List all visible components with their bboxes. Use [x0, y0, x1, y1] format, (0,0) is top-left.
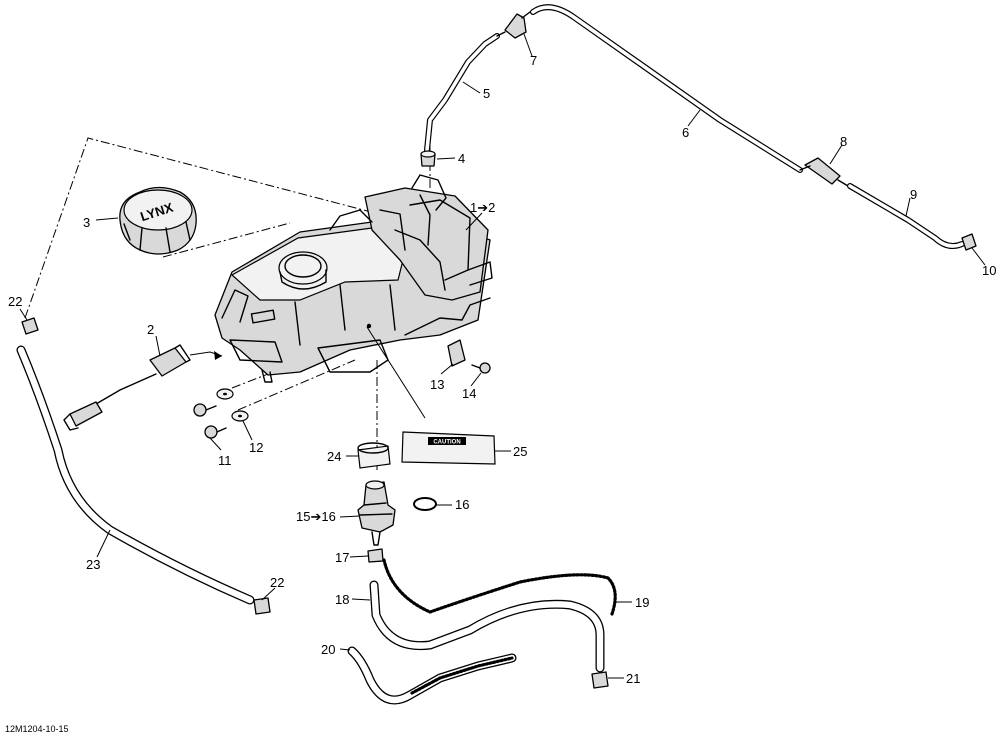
- callout-22-top: 22: [8, 294, 22, 309]
- callout-4: 4: [458, 151, 465, 166]
- callout-15-16: 15➔16: [296, 509, 336, 524]
- hose-spring[interactable]: [382, 558, 617, 616]
- callout-5: 5: [483, 86, 490, 101]
- hose-end-clamp[interactable]: [591, 671, 609, 689]
- callout-8: 8: [840, 134, 847, 149]
- callout-17: 17: [335, 550, 349, 565]
- drain-hose[interactable]: [347, 646, 517, 705]
- callout-9: 9: [910, 187, 917, 202]
- hose-clamp-top[interactable]: [21, 317, 39, 335]
- callout-24: 24: [327, 449, 341, 464]
- hose-clamp-bottom[interactable]: [253, 597, 271, 615]
- callout-13: 13: [430, 377, 444, 392]
- hose-clamp-right[interactable]: [961, 233, 977, 251]
- fuel-cap[interactable]: LYNX: [119, 186, 197, 255]
- fuel-tank[interactable]: [214, 174, 493, 383]
- callout-14: 14: [462, 386, 476, 401]
- callout-19: 19: [635, 595, 649, 610]
- callout-6: 6: [682, 125, 689, 140]
- leader-lines: [19, 33, 986, 679]
- vent-hose-upper[interactable]: [424, 33, 500, 153]
- callout-16: 16: [455, 497, 469, 512]
- callout-10: 10: [982, 263, 996, 278]
- check-valve[interactable]: [496, 11, 531, 39]
- vent-fitting[interactable]: [420, 150, 436, 167]
- callout-23: 23: [86, 557, 100, 572]
- fuel-outlet-filter[interactable]: [357, 480, 396, 546]
- fuel-hose[interactable]: [369, 580, 605, 673]
- washers[interactable]: [216, 388, 249, 422]
- overflow-hose-left[interactable]: [16, 345, 255, 605]
- callout-7: 7: [530, 53, 537, 68]
- vent-hose-right[interactable]: [847, 183, 965, 249]
- callout-3: 3: [83, 215, 90, 230]
- fuel-level-sender[interactable]: [63, 344, 223, 431]
- callout-20: 20: [321, 642, 335, 657]
- caution-label[interactable]: CAUTION: [401, 431, 496, 465]
- callout-11: 11: [218, 453, 232, 468]
- o-ring[interactable]: [413, 497, 437, 511]
- bracket-screw[interactable]: [471, 362, 491, 374]
- callout-25: 25: [513, 444, 527, 459]
- outlet-clamp[interactable]: [357, 442, 391, 469]
- vent-hose-long[interactable]: [530, 4, 803, 173]
- callout-2: 2: [147, 322, 154, 337]
- callout-12: 12: [249, 440, 263, 455]
- callout-1-2: 1➔2: [470, 200, 495, 215]
- small-clamp[interactable]: [367, 548, 384, 563]
- callout-18: 18: [335, 592, 349, 607]
- callout-labels: 1➔2 2 3 4 5 6 7 8 9 10 11 12 13 14 15➔16…: [8, 53, 996, 686]
- diagram-reference-code: 12M1204-10-15: [5, 724, 69, 734]
- bracket[interactable]: [447, 339, 466, 367]
- callout-22-bottom: 22: [270, 575, 284, 590]
- caution-label-text: CAUTION: [433, 440, 460, 446]
- screws[interactable]: [193, 403, 227, 439]
- hose-fitting[interactable]: [799, 157, 849, 187]
- callout-21: 21: [626, 671, 640, 686]
